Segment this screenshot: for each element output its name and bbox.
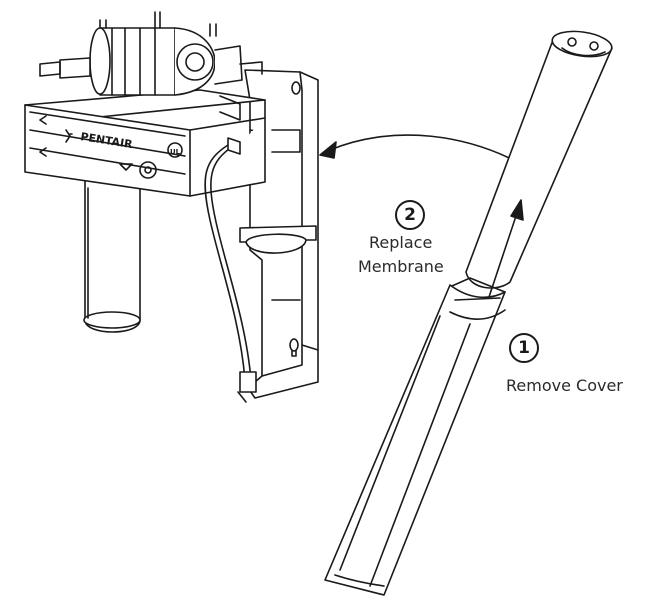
pump-motor xyxy=(39,11,263,121)
vessel-clip xyxy=(239,225,317,254)
membrane-element xyxy=(465,30,613,289)
keyhole-slot-upper xyxy=(291,81,301,95)
remove-cover-arrow xyxy=(487,199,524,301)
cert-label: UL xyxy=(170,148,181,156)
step-2-label-line1: Replace xyxy=(369,233,433,252)
membrane-housing xyxy=(83,179,141,333)
step-2-label-line2: Membrane xyxy=(358,257,444,276)
step-2-number: 2 xyxy=(395,200,425,230)
drain-tubing xyxy=(204,137,257,403)
ul-mark-icon xyxy=(167,142,183,158)
step-1-number: 1 xyxy=(509,333,539,363)
pressure-gauge-icon xyxy=(139,161,157,179)
keyhole-slot-lower xyxy=(289,338,299,352)
step-1-label: Remove Cover xyxy=(506,376,623,395)
membrane-cover-sleeve xyxy=(324,277,506,596)
